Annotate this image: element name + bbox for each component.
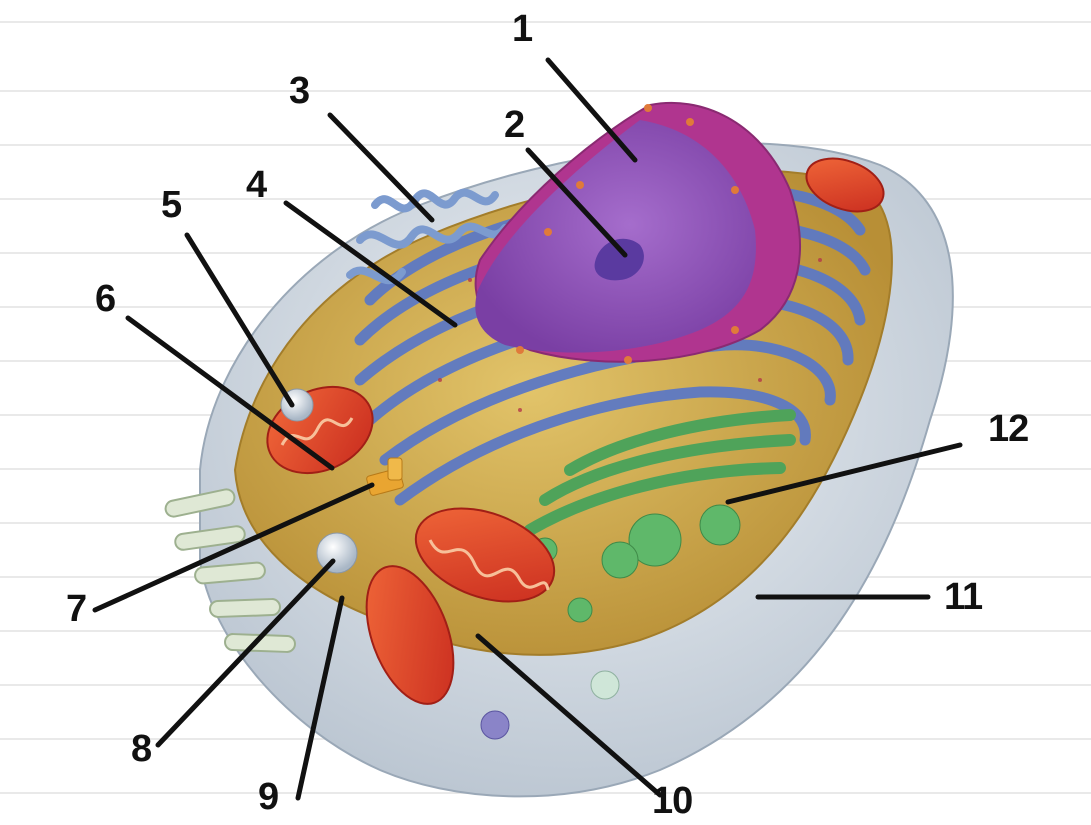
label-7: 7	[66, 590, 86, 628]
label-1: 1	[512, 10, 532, 48]
lysosome	[317, 533, 357, 573]
label-3: 3	[289, 72, 309, 110]
label-6: 6	[95, 280, 115, 318]
label-9: 9	[258, 778, 278, 816]
label-5: 5	[161, 186, 181, 224]
label-8: 8	[131, 730, 151, 768]
label-11: 11	[944, 578, 982, 616]
label-4: 4	[246, 166, 266, 204]
label-2: 2	[504, 106, 524, 144]
label-10: 10	[652, 782, 692, 820]
small-vesicle	[481, 711, 509, 739]
small-vesicle-2	[591, 671, 619, 699]
label-12: 12	[988, 410, 1028, 448]
